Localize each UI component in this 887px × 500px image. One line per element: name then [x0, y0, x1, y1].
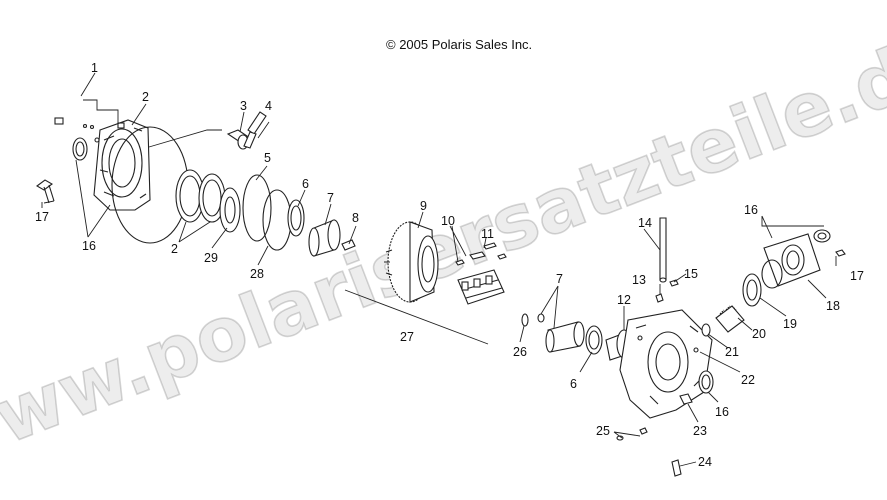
copyright-notice: © 2005 Polaris Sales Inc.: [386, 37, 533, 52]
callout-13: 13: [632, 273, 646, 287]
part-11-rollers: [483, 242, 507, 260]
callout-4: 4: [265, 99, 272, 113]
leader-lines: [41, 72, 837, 467]
callout-12: 12: [617, 293, 631, 307]
callout-23: 23: [693, 424, 707, 438]
part-13-plug: [655, 293, 664, 303]
callout-16-bottom-right: 16: [715, 405, 729, 419]
callout-8: 8: [352, 211, 359, 225]
callout-14: 14: [638, 216, 652, 230]
part-2-rings: [175, 169, 226, 223]
part-7-sleeve-right: [537, 313, 585, 353]
callout-7-right: 7: [556, 272, 563, 286]
part-24-bolt: [671, 459, 682, 477]
callout-6-left: 6: [302, 177, 309, 191]
part-8-pin: [341, 239, 356, 251]
part-2-cover: [93, 119, 151, 211]
part-26-clip: [521, 313, 529, 327]
callout-28: 28: [250, 267, 264, 281]
part-16-seal-bottom-right: [698, 370, 714, 394]
callout-17-left: 17: [35, 210, 49, 224]
part-5-snap-ring: [242, 174, 272, 242]
part-27-group-line: [344, 289, 489, 345]
part-28-ring: [262, 189, 292, 251]
part-10-roller-cage: [455, 251, 505, 305]
callout-5: 5: [264, 151, 271, 165]
callout-16-left: 16: [82, 239, 96, 253]
part-17-bolt-left: [36, 179, 55, 204]
callout-20: 20: [752, 327, 766, 341]
part-20-pinion-gear: [715, 305, 745, 333]
callout-labels: 1 2 3 4 5 6 7 8 9 10 11 16 17 2 29 28 27…: [35, 61, 864, 469]
part-16-seal-left: [72, 137, 88, 161]
callout-16-top-right: 16: [744, 203, 758, 217]
part-29-shim: [219, 187, 241, 233]
part-9-ring-gear: [384, 221, 439, 303]
callout-7-left: 7: [327, 191, 334, 205]
part-22-gearcase: [619, 309, 713, 419]
callout-3: 3: [240, 99, 247, 113]
part-4-bracket: [243, 111, 267, 149]
part-23-plug: [679, 393, 693, 405]
callout-25: 25: [596, 424, 610, 438]
part-25-bolts: [616, 427, 648, 441]
callout-21: 21: [725, 345, 739, 359]
callout-18: 18: [826, 299, 840, 313]
callout-1: 1: [91, 61, 98, 75]
callout-2-bottom: 2: [171, 242, 178, 256]
part-17-bolt-right: [835, 249, 846, 257]
callout-6-right: 6: [570, 377, 577, 391]
callout-15: 15: [684, 267, 698, 281]
callout-27: 27: [400, 330, 414, 344]
callout-29: 29: [204, 251, 218, 265]
callout-10: 10: [441, 214, 455, 228]
part-21-pinion-parts: [701, 323, 711, 337]
part-16-seal-top-right: [813, 229, 831, 243]
callout-9: 9: [420, 199, 427, 213]
part-18-flange: [761, 233, 821, 289]
callout-22: 22: [741, 373, 755, 387]
callout-24: 24: [698, 455, 712, 469]
callout-19: 19: [783, 317, 797, 331]
part-6-bearing-left: [287, 199, 305, 237]
part-7-sleeve-left: [308, 219, 341, 257]
part-14-shaft: [659, 217, 667, 283]
callout-17-right: 17: [850, 269, 864, 283]
callout-11: 11: [481, 227, 494, 241]
part-6-bearing-right: [585, 325, 603, 355]
part-dowel-pins: [54, 117, 100, 143]
callout-2-top: 2: [142, 90, 149, 104]
callout-26: 26: [513, 345, 527, 359]
part-19-bearing: [742, 273, 762, 307]
part-15-pin: [669, 279, 679, 287]
